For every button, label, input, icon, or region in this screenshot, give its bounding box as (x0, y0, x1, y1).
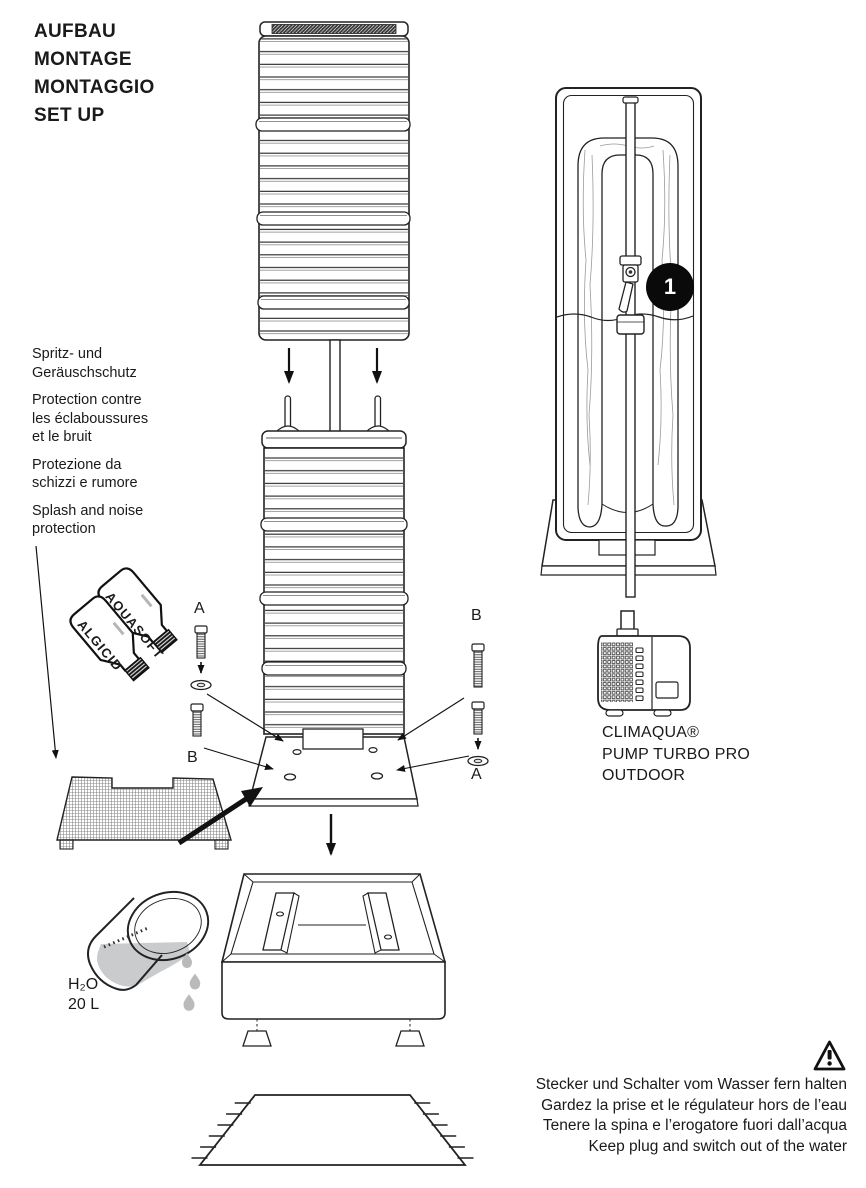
title-line: MONTAGGIO (34, 77, 155, 98)
hardware-left (190, 625, 284, 771)
water-formula: H₂O (68, 976, 99, 993)
pump-caption: CLIMAQUA® PUMP TURBO PRO OUTDOOR (602, 722, 750, 787)
base-plate-illustration (248, 728, 419, 807)
note-pointer-arrow-icon (35, 545, 59, 759)
label-a-left: A (194, 600, 205, 617)
fountain-cutaway-illustration (540, 87, 717, 598)
splash-mat-illustration (56, 776, 232, 850)
down-arrows-icon (284, 348, 382, 384)
water-volume: 20 L (68, 996, 100, 1013)
label-b-left: B (187, 749, 198, 766)
middle-column-illustration (259, 395, 409, 735)
top-column-illustration (255, 21, 411, 341)
label-b-right: B (471, 607, 482, 624)
warning-icon (813, 1040, 846, 1071)
pump-caption-line: PUMP TURBO PRO (602, 745, 751, 763)
page-title: AUFBAU MONTAGE MONTAGGIO SET UP (34, 18, 155, 130)
label-a-right: A (471, 766, 482, 783)
title-line: MONTAGE (34, 49, 132, 70)
pump-caption-line: OUTDOOR (602, 767, 686, 784)
pump-illustration (597, 610, 691, 717)
step-badge-number: 1 (663, 274, 677, 299)
splash-note-en: Splash and noise protection (32, 502, 144, 538)
warning-line-en: Keep plug and switch out of the water (588, 1137, 848, 1155)
ground-sheet-illustration (191, 1094, 474, 1166)
center-pipe (329, 339, 341, 433)
splash-note-it: Protezione da schizzi e rumore (32, 456, 138, 492)
warning-text: Stecker und Schalter vom Wasser fern hal… (420, 1075, 847, 1157)
title-line: SET UP (34, 105, 105, 126)
warning-line-fr: Gardez la prise et le régulateur hors de… (541, 1096, 847, 1114)
water-volume-label: H₂O 20 L (68, 975, 99, 1015)
hardware-right (396, 643, 489, 772)
title-line: AUFBAU (34, 21, 117, 42)
splash-note-de: Spritz- und Geräuschschutz (32, 346, 137, 381)
basin-illustration (220, 814, 447, 1047)
warning-line-de: Stecker und Schalter vom Wasser fern hal… (535, 1076, 847, 1093)
step-badge: 1 (646, 263, 694, 311)
bucket-illustration (87, 890, 210, 1011)
splash-protection-note: Spritz- und Geräuschschutz Protection co… (32, 345, 210, 548)
mat-to-plate-arrow-icon (177, 787, 263, 846)
splash-note-fr: Protection contre les éclaboussures et l… (32, 392, 149, 445)
warning-line-it: Tenere la spina e l’erogatore fuori dall… (542, 1117, 847, 1134)
pump-caption-line: CLIMAQUA® (602, 724, 700, 741)
